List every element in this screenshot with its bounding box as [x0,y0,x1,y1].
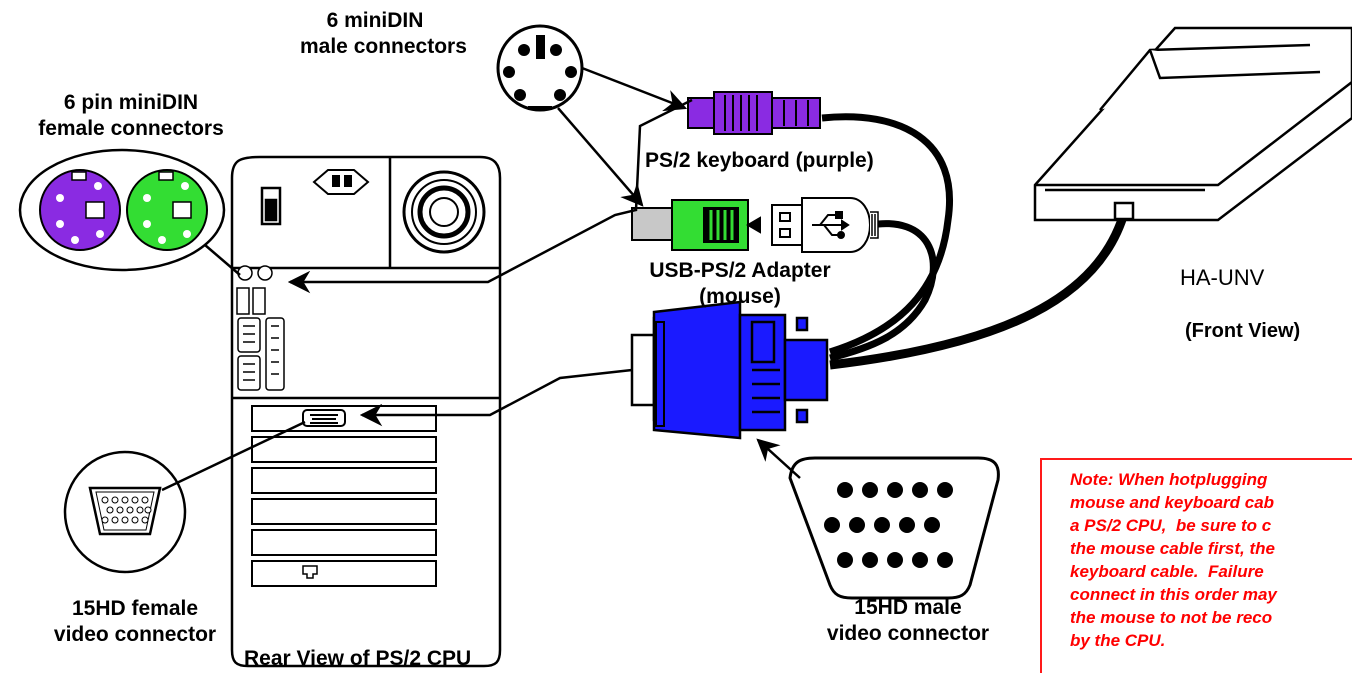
hd15-female-detail [63,450,187,574]
usb-adapter-label: USB-PS/2 Adapter (mouse) [622,258,858,310]
usb-ps2-adapter [631,199,761,251]
hd15-male-label: 15HD male video connector [800,595,1016,647]
note-line-7: the mouse to not be reco [1070,608,1273,627]
note-line-8: by the CPU. [1070,631,1166,650]
note-line-6: connect in this order may [1070,585,1277,604]
usb-adapter-label-line2: (mouse) [699,285,781,308]
usb-adapter-label-line1: USB-PS/2 Adapter [649,259,831,282]
note-line-4: the mouse cable first, the [1070,539,1275,558]
note-line-3: a PS/2 CPU, be sure to c [1070,516,1272,535]
hd15-female-label-line1: 15HD female [71,597,199,620]
network-port-icon [302,565,318,579]
hd15-male-label-line1: 15HD male [854,596,962,619]
ps2-keyboard-label: PS/2 keyboard (purple) [645,149,874,172]
expansion-slots [251,405,437,587]
mouse-port-green [126,169,208,251]
note-line-2: mouse and keyboard cab [1070,493,1275,512]
power-socket-icon [312,169,370,195]
male-din-label-line1: 6 miniDIN [326,9,424,32]
keyboard-port-purple [39,169,121,251]
usb-icon [812,211,850,239]
device-view-label: (Front View) [1185,320,1301,342]
device-cable [829,201,1135,370]
hd15-male-detail [788,456,1000,600]
rear-view-label: Rear View of PS/2 CPU [244,647,472,670]
hd15-female-label: 15HD female video connector [15,596,255,648]
hd15-male-label-line2: video connector [826,622,990,645]
fan-icon [402,170,486,254]
female-din-label-line1: 6 pin miniDIN [63,91,199,114]
rear-io-ports [236,265,285,391]
note-line-1: Note: When hotplugging [1070,470,1268,489]
female-din-label: 6 pin miniDIN female connectors [0,90,262,142]
cable-strain-relief [870,211,879,239]
hotplug-note: Note: When hotplugging mouse and keyboar… [1040,458,1352,673]
male-din-label: 6 miniDIN male connectors [300,8,467,60]
male-din-label-line2: male connectors [300,35,467,58]
pointer-arrows [161,66,801,492]
male-mini-din-connector [496,24,584,112]
hd15-female-label-line2: video connector [53,623,217,646]
vga-plug [630,300,829,440]
ps2-keyboard-plug [687,91,821,135]
connector-cables [821,113,953,362]
female-mini-din-connectors [18,148,226,272]
device-name-label: HA-UNV [1180,265,1265,290]
note-line-5: keyboard cable. Failure [1070,562,1264,581]
female-din-label-line2: female connectors [38,117,224,140]
ha-unv-device [1033,26,1352,222]
